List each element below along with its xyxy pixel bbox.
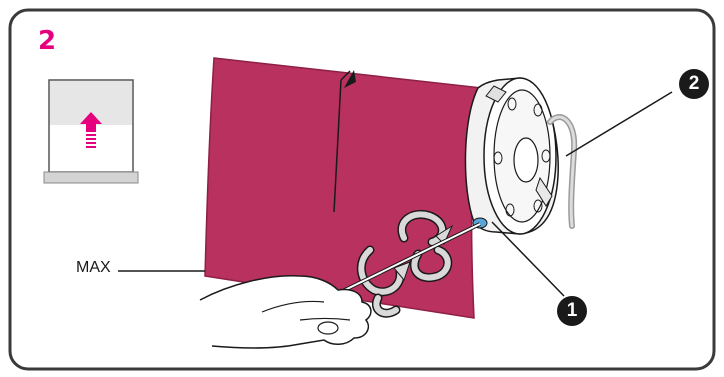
max-label: MAX xyxy=(76,259,111,277)
callout-2-leader xyxy=(566,92,672,156)
callout-1-badge: 1 xyxy=(557,296,587,326)
motor-head xyxy=(465,78,558,234)
up-arrow-panel-icon xyxy=(44,80,138,183)
callout-2-badge: 2 xyxy=(679,69,709,99)
step-number: 2 xyxy=(38,28,55,54)
